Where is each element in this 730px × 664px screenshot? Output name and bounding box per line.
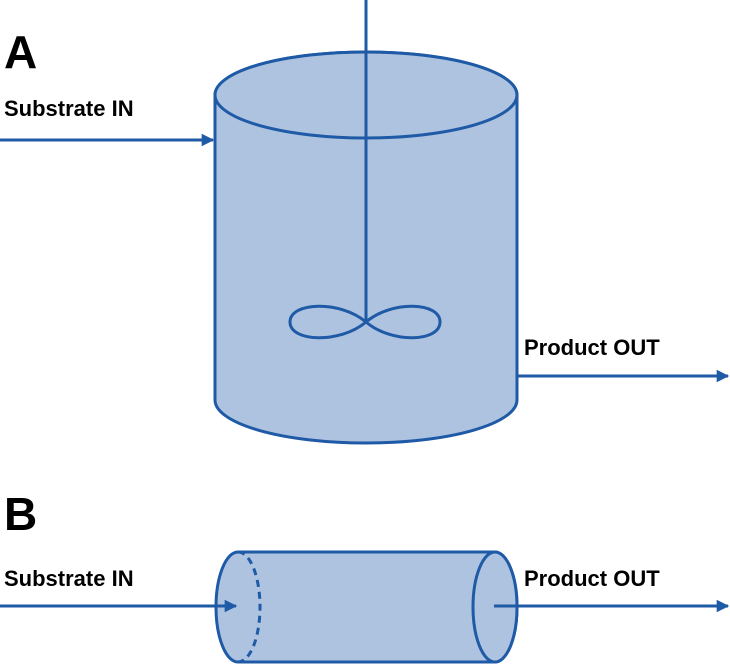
impeller-icon (288, 304, 442, 340)
substrate-in-label-b: Substrate IN (4, 566, 134, 591)
panel-b: B Substrate IN Product OUT (0, 488, 730, 664)
product-out-label-b: Product OUT (524, 566, 660, 591)
tubular-reactor-inlet-dashed-edge (237, 550, 262, 664)
panel-a: A Substrate IN Product OUT (0, 0, 730, 445)
substrate-in-label: Substrate IN (4, 96, 134, 121)
panel-a-letter: A (4, 26, 37, 78)
panel-b-letter: B (4, 488, 37, 540)
product-out-label: Product OUT (524, 335, 660, 360)
